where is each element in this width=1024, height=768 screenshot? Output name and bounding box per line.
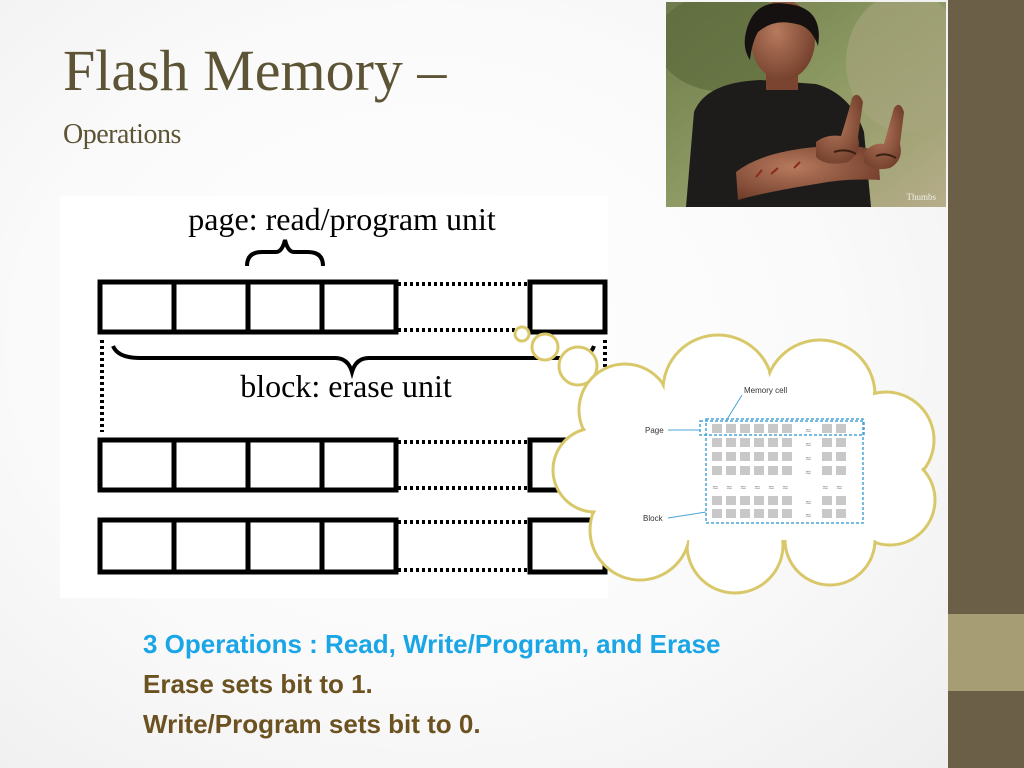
memory-cell-label: Memory cell <box>744 386 787 395</box>
slide-title: Flash Memory – <box>63 38 447 103</box>
svg-text:≈: ≈ <box>754 483 761 492</box>
block-row-1 <box>97 279 608 335</box>
row-2-ellipsis <box>398 440 528 490</box>
slide-subtitle: Operations <box>63 119 181 150</box>
block-outline <box>705 418 864 524</box>
erase-description: Erase sets bit to 1. <box>143 669 373 699</box>
operations-text: 3 Operations : Read, Write/Program, and … <box>143 624 720 744</box>
thumbs-up-photo: Thumbs <box>666 2 946 207</box>
block-label: Block <box>643 514 664 523</box>
svg-text:≈: ≈ <box>782 483 789 492</box>
block-pointer <box>667 511 707 519</box>
thought-cloud-fill <box>555 337 933 591</box>
svg-text:≈: ≈ <box>836 483 843 492</box>
svg-text:≈: ≈ <box>712 483 719 492</box>
page-brace <box>245 239 325 267</box>
svg-text:≈: ≈ <box>805 454 812 463</box>
sidebar-accent-bar <box>948 614 1024 691</box>
svg-text:≈: ≈ <box>805 511 812 520</box>
page-outline <box>699 420 865 436</box>
row-3-ellipsis <box>398 520 528 572</box>
block-unit-label: block: erase unit <box>240 368 452 404</box>
operations-summary: 3 Operations : Read, Write/Program, and … <box>143 629 721 659</box>
svg-text:≈: ≈ <box>726 483 733 492</box>
memory-array-diagram: ≈ ≈ ≈ ≈ ≈ ≈ ≈ ≈ ≈ ≈ ≈ ≈ ≈ ≈ Memory cell Page Block <box>643 386 865 524</box>
array-ellipsis-glyphs: ≈ ≈ ≈ ≈ ≈ ≈ ≈ ≈ ≈ ≈ ≈ ≈ ≈ ≈ <box>712 426 843 520</box>
photo-watermark: Thumbs <box>906 192 936 202</box>
svg-text:≈: ≈ <box>805 440 812 449</box>
row-1-ellipsis <box>398 282 528 332</box>
page-label: Page <box>645 426 664 435</box>
program-description: Write/Program sets bit to 0. <box>143 709 481 739</box>
svg-text:≈: ≈ <box>768 483 775 492</box>
flash-memory-diagram: page: read/program unit block: erase uni… <box>60 196 937 598</box>
svg-text:≈: ≈ <box>805 468 812 477</box>
photo-illustration: Thumbs <box>666 2 946 207</box>
svg-text:≈: ≈ <box>805 426 812 435</box>
diagram-panel <box>60 196 608 598</box>
svg-text:≈: ≈ <box>805 498 812 507</box>
svg-text:≈: ≈ <box>822 483 829 492</box>
svg-text:≈: ≈ <box>740 483 747 492</box>
page-unit-label: page: read/program unit <box>188 201 496 237</box>
memory-cell-pointer <box>725 394 743 422</box>
